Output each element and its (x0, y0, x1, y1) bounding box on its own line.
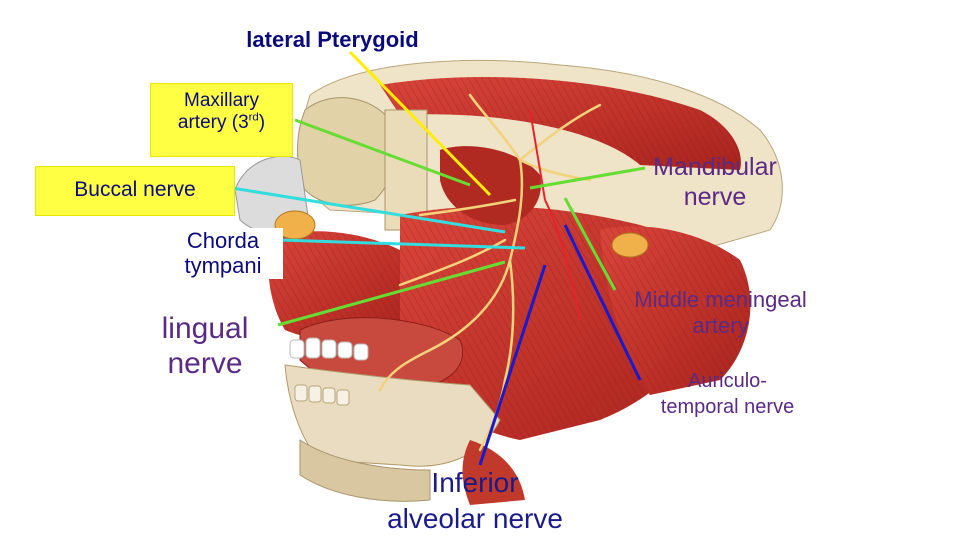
label-middle-meningeal-line1: Middle meningeal (634, 287, 807, 312)
pointer-lateral-pterygoid (348, 50, 492, 197)
pointer-maxillary-artery (294, 118, 471, 187)
label-lingual-line1: lingual (161, 312, 249, 345)
label-mandibular-line1: Mandibular (653, 153, 777, 181)
pointer-lingual-nerve (277, 260, 506, 327)
label-lingual-nerve: lingual nerve (145, 312, 265, 381)
pointer-middle-meningeal (563, 197, 617, 291)
upper-teeth (289, 337, 369, 361)
label-lateral-pterygoid: lateral Pterygoid (246, 27, 419, 52)
sphenoid-pillar (384, 109, 428, 231)
label-maxillary-artery-line1: Maxillary (184, 90, 259, 111)
label-auriculotemporal-line1: Auriculo- (688, 370, 767, 392)
label-inferior-alveolar: Inferior alveolar nerve (355, 465, 595, 538)
salivary-gland (611, 232, 649, 258)
label-maxillary-artery: Maxillary artery (3rd) (150, 83, 293, 157)
label-inferior-alveolar-line2: alveolar nerve (387, 503, 563, 535)
pterygoid-muscle (440, 146, 541, 225)
pointer-auriculotemporal (563, 224, 642, 381)
label-chorda-line2: tympani (184, 253, 262, 279)
label-maxillary-artery-line2: artery (3rd) (177, 111, 266, 133)
label-mandibular-nerve: Mandibular nerve (630, 152, 800, 212)
label-chorda-tympani: Chorda tympani (163, 228, 283, 279)
artery-branches (529, 109, 581, 321)
label-middle-meningeal: Middle meningeal artery (608, 287, 833, 340)
pointer-mandibular-nerve (529, 166, 646, 190)
neck-muscle (462, 440, 525, 505)
lower-teeth (294, 384, 350, 406)
pointer-buccal-nerve (231, 186, 506, 234)
label-inferior-alveolar-line1: Inferior (431, 467, 519, 498)
label-auriculotemporal: Auriculo- temporal nerve (625, 368, 830, 420)
label-auriculotemporal-line2: temporal nerve (660, 396, 795, 418)
label-buccal-nerve: Buccal nerve (35, 166, 235, 216)
label-middle-meningeal-line2: artery (692, 313, 749, 339)
chin (299, 439, 431, 502)
label-mandibular-line2: nerve (683, 183, 747, 211)
label-lingual-line2: nerve (167, 346, 243, 380)
pointer-inferior-alveolar (478, 264, 547, 466)
pointer-chorda-tympani (279, 238, 526, 250)
label-chorda-line1: Chorda (186, 228, 260, 253)
